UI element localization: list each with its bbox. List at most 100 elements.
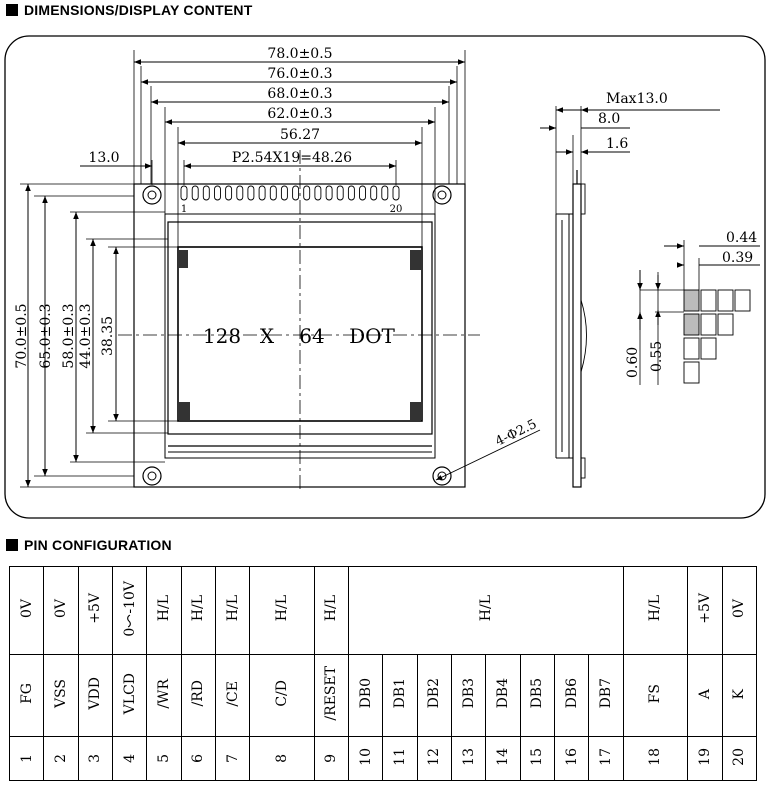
pin-number-cell: 5 bbox=[146, 736, 182, 781]
pin-number-cell: 9 bbox=[313, 736, 350, 781]
header-pin bbox=[214, 185, 221, 201]
pin-number-cell: 10 bbox=[348, 736, 384, 781]
pin-name-cell: DB0 bbox=[348, 654, 384, 737]
pin-level-cell: +5V bbox=[687, 566, 723, 655]
mounting-hole-tl bbox=[142, 185, 162, 205]
pin-name-cell: FG bbox=[8, 654, 45, 737]
dim-label-56: 56.27 bbox=[280, 127, 320, 143]
mounting-hole-tr bbox=[432, 185, 452, 205]
pin-level-cell: +5V bbox=[77, 566, 113, 655]
pin-level-cell: H/L bbox=[622, 566, 689, 655]
dot-label-044: 0.44 bbox=[726, 230, 757, 246]
dot-label-060: 0.60 bbox=[625, 347, 641, 378]
pin-number-cell: 7 bbox=[214, 736, 251, 781]
dim-label-68: 68.0±0.3 bbox=[267, 86, 332, 102]
pin-level-cell: H/L bbox=[249, 566, 315, 655]
header-pin bbox=[314, 185, 322, 201]
pin-number-cell: 19 bbox=[687, 736, 723, 781]
pin-name-cell: DB5 bbox=[519, 654, 555, 737]
dim-label-58: 58.0±0.3 bbox=[61, 303, 77, 368]
dimension-drawing: 1 20 128 X 64 DOT 78.0±0.5 76.0±0.3 68.0… bbox=[4, 35, 766, 519]
header-pin bbox=[381, 185, 389, 201]
pin-configuration-table: 0V 0V +5V 0～-10V H/L H/L H/L H/L H/L H/L… bbox=[8, 566, 757, 781]
display-text-dot: DOT bbox=[349, 324, 395, 348]
pin-number-cell: 8 bbox=[249, 736, 315, 781]
dot-label-039: 0.39 bbox=[722, 250, 753, 266]
dot-extension-lines bbox=[639, 240, 700, 385]
dim-label-13: 13.0 bbox=[88, 150, 119, 166]
pins-heading: PIN CONFIGURATION bbox=[6, 537, 172, 553]
side-extension-lines bbox=[555, 106, 582, 214]
pin-name-cell: C/D bbox=[249, 654, 315, 737]
header-pin bbox=[247, 185, 255, 201]
pin-name-cell: /CE bbox=[214, 654, 251, 737]
drawing-frame bbox=[4, 35, 766, 519]
pin-header bbox=[180, 185, 400, 201]
display-text-x: X bbox=[260, 324, 275, 348]
pin-name-cell: DB6 bbox=[553, 654, 590, 737]
pin-name-cell: K bbox=[721, 654, 757, 737]
pin-number-cell: 16 bbox=[553, 736, 590, 781]
pixel-dot bbox=[734, 289, 751, 312]
pins-heading-text: PIN CONFIGURATION bbox=[24, 537, 172, 553]
module-outline bbox=[133, 183, 466, 488]
display-text-64: 64 bbox=[299, 324, 324, 348]
hole-label: 4-Φ2.5 bbox=[493, 417, 539, 450]
heading-square-icon bbox=[6, 539, 18, 551]
side-view bbox=[555, 170, 587, 488]
pixel-dot bbox=[683, 313, 700, 336]
pixel-dot bbox=[700, 289, 717, 312]
header-pin bbox=[359, 185, 366, 201]
pixel-dot bbox=[717, 289, 734, 312]
pin-number-cell: 3 bbox=[77, 736, 113, 781]
header-pin bbox=[180, 185, 188, 201]
side-label-8: 8.0 bbox=[598, 111, 620, 127]
pixel-dot bbox=[683, 289, 700, 312]
pixel-dot bbox=[683, 361, 700, 384]
dim-label-44: 44.0±0.3 bbox=[78, 303, 94, 368]
pin-level-cell: H/L bbox=[180, 566, 216, 655]
header-pin bbox=[258, 185, 266, 201]
pin-number-cell: 13 bbox=[451, 736, 487, 781]
pin-level-cell: H/L bbox=[214, 566, 251, 655]
display-text-128: 128 bbox=[203, 324, 241, 348]
pin-name-cell: A bbox=[687, 654, 723, 737]
header-pin bbox=[269, 185, 277, 201]
pin-number-cell: 11 bbox=[382, 736, 418, 781]
mounting-hole-bl bbox=[142, 466, 162, 486]
dim-label-78: 78.0±0.5 bbox=[267, 46, 332, 62]
pixel-dot bbox=[683, 337, 700, 360]
pin-last-label: 20 bbox=[390, 204, 403, 215]
pin-level-cell: 0～-10V bbox=[111, 566, 148, 655]
pin-name-cell: /WR bbox=[146, 654, 182, 737]
corner-mark-br bbox=[410, 402, 422, 420]
side-label-16: 1.6 bbox=[606, 136, 628, 152]
pin-number-row: 1 2 3 4 5 6 7 8 9 10 11 12 13 14 15 16 1… bbox=[8, 736, 757, 781]
header-pin bbox=[325, 185, 333, 201]
header-pin bbox=[392, 185, 400, 201]
pin-level-row: 0V 0V +5V 0～-10V H/L H/L H/L H/L H/L H/L… bbox=[8, 566, 757, 655]
header-pin bbox=[202, 185, 210, 201]
pin-name-cell: VDD bbox=[77, 654, 113, 737]
mounting-hole-br bbox=[432, 466, 452, 486]
pin-name-cell: VSS bbox=[43, 654, 79, 737]
corner-mark-tl bbox=[178, 250, 188, 268]
pixel-dot bbox=[700, 337, 717, 360]
dimensions-heading: DIMENSIONS/DISPLAY CONTENT bbox=[6, 2, 252, 18]
pin-level-cell: 0V bbox=[43, 566, 79, 655]
height-extension-lines bbox=[20, 183, 178, 488]
side-label-max13: Max13.0 bbox=[606, 91, 668, 107]
dim-label-65: 65.0±0.3 bbox=[38, 303, 54, 368]
pixel-dot bbox=[717, 313, 734, 336]
pin-name-cell: DB4 bbox=[485, 654, 521, 737]
pin-first-label: 1 bbox=[181, 204, 187, 215]
header-pin bbox=[303, 185, 311, 201]
pin-level-cell: 0V bbox=[721, 566, 757, 655]
dot-detail-grid bbox=[683, 289, 751, 384]
header-pin bbox=[370, 185, 378, 201]
dim-label-pitch: P2.54X19=48.26 bbox=[232, 150, 352, 166]
pin-name-cell: DB3 bbox=[451, 654, 487, 737]
heading-square-icon bbox=[6, 4, 18, 16]
pin-number-cell: 6 bbox=[180, 736, 216, 781]
dim-label-38: 38.35 bbox=[100, 316, 116, 356]
